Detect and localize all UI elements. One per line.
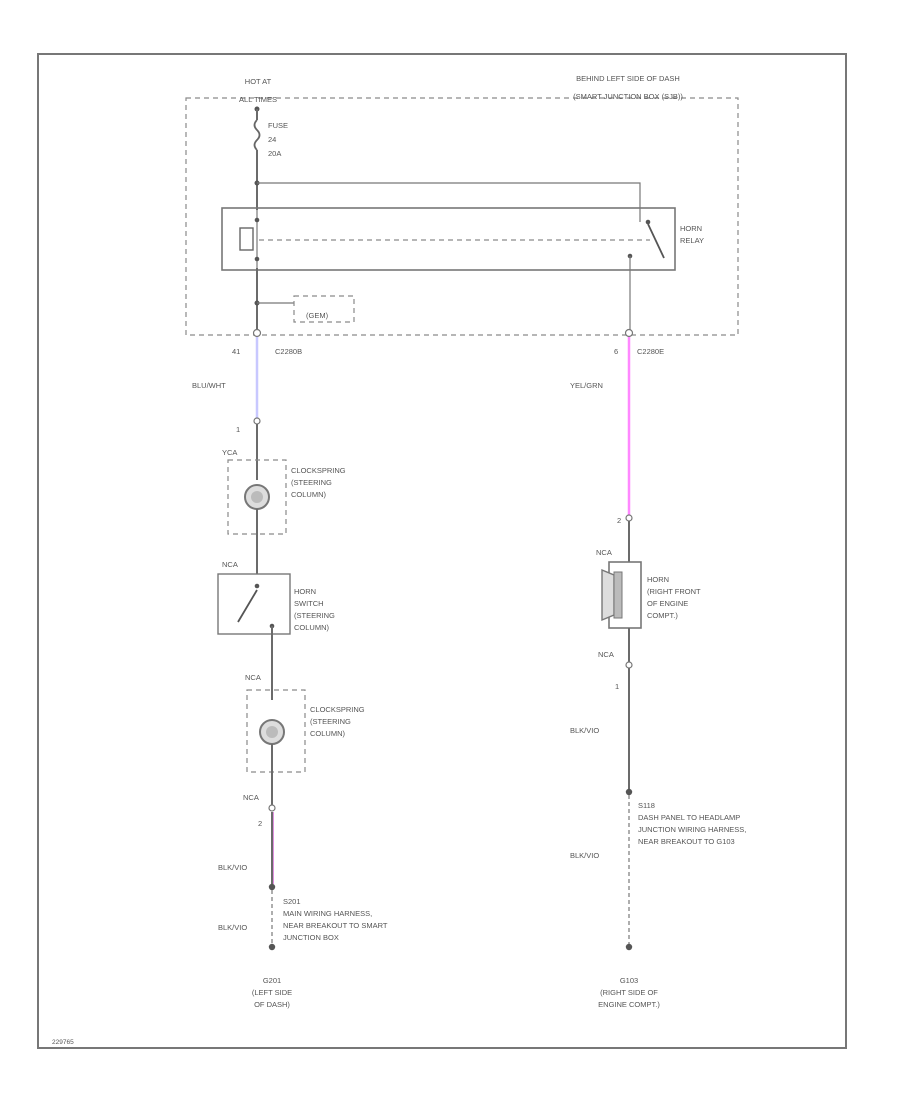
clockspring-connector-top	[253, 417, 261, 425]
connector-c2280e-pin	[624, 328, 634, 338]
horn-switch-label-1: HORN	[294, 587, 316, 596]
horn-connector-label: NCA	[596, 548, 612, 557]
sjb-location-label: BEHIND LEFT SIDE OF DASH	[576, 74, 680, 83]
ground-g201-symbol	[268, 943, 276, 951]
horn-switch-box	[217, 573, 291, 635]
clockspring-1-label-1: CLOCKSPRING	[291, 466, 346, 475]
fuse-label: FUSE	[268, 121, 288, 130]
relay-switch-blade	[647, 223, 665, 259]
relay-pin-2	[254, 256, 260, 262]
splice-s118-id: S118	[638, 801, 655, 810]
horn-relay-label-1: HORN	[680, 224, 702, 233]
ground-g201-desc-2: OF DASH)	[254, 1000, 290, 1009]
wire-blk-vio-right-label: BLK/VIO	[570, 726, 599, 735]
gem-module	[293, 295, 355, 323]
wire-blk-vio-gnd-label: BLK/VIO	[218, 923, 247, 932]
horn-switch-label-4: COLUMN)	[294, 623, 330, 632]
clockspring-1-label-3: COLUMN)	[291, 490, 327, 499]
clockspring-2-label-3: COLUMN)	[310, 729, 346, 738]
pin-41-label: 41	[232, 347, 240, 356]
clockspring-2-core	[266, 726, 278, 738]
splice-s201-desc-3: JUNCTION BOX	[283, 933, 339, 942]
splice-s201	[268, 883, 276, 891]
ground-g103-id: G103	[620, 976, 638, 985]
clockspring-2-label-1: CLOCKSPRING	[310, 705, 365, 714]
horn-switch-blade	[237, 589, 258, 623]
splice-s118-desc-1: DASH PANEL TO HEADLAMP	[638, 813, 740, 822]
horn-label-3: OF ENGINE	[647, 599, 688, 608]
horn-switch-label-2: SWITCH	[294, 599, 324, 608]
clockspring-1-box	[227, 459, 287, 535]
clockspring-1-connector: YCA	[222, 448, 237, 457]
hot-at-label: HOT AT	[245, 77, 272, 86]
connector-bottom-pin	[268, 804, 276, 812]
clockspring-2-box	[246, 689, 306, 773]
clockspring-1-label-2: (STEERING	[291, 478, 332, 487]
splice-s118-desc-3: NEAR BREAKOUT TO G103	[638, 837, 735, 846]
ground-g201-desc-1: (LEFT SIDE	[252, 988, 292, 997]
fuse-symbol	[253, 119, 261, 151]
ground-g103-symbol	[625, 943, 633, 951]
horn-bottom-pin	[625, 661, 633, 669]
relay-pin-1	[254, 217, 260, 223]
relay-contact-top	[645, 219, 651, 225]
horn-diaphragm	[613, 571, 623, 619]
horn-relay-box	[221, 207, 676, 271]
ground-g103-desc-2: ENGINE COMPT.)	[598, 1000, 660, 1009]
horn-label-2: (RIGHT FRONT	[647, 587, 701, 596]
pin-1-label: 1	[236, 425, 240, 434]
horn-switch-contact-top	[254, 583, 260, 589]
horn-icon	[601, 568, 615, 622]
horn-label-1: HORN	[647, 575, 669, 584]
pin-6-label: 6	[614, 347, 618, 356]
fuse-number: 24	[268, 135, 276, 144]
horn-switch-connector: NCA	[222, 560, 238, 569]
wire-blk-vio-right-low-label: BLK/VIO	[570, 851, 599, 860]
clockspring-2-connector: NCA	[245, 673, 261, 682]
splice-s118-desc-2: JUNCTION WIRING HARNESS,	[638, 825, 746, 834]
figure-id: 229765	[52, 1039, 74, 1046]
horn-relay-label-2: RELAY	[680, 236, 704, 245]
connector-c2280e-label: C2280E	[637, 347, 664, 356]
splice-s118	[625, 788, 633, 796]
horn-bottom-connector-label: NCA	[598, 650, 614, 659]
clockspring-2-bottom-connector: NCA	[243, 793, 259, 802]
sjb-enclosure	[185, 97, 739, 336]
sjb-name-label: (SMART JUNCTION BOX (SJB))	[573, 92, 683, 101]
wire-blk-vio-left-label: BLK/VIO	[218, 863, 247, 872]
splice-s201-desc-1: MAIN WIRING HARNESS,	[283, 909, 372, 918]
wire-to-relay-contact	[257, 182, 641, 222]
connector-c2280b-pin	[252, 328, 262, 338]
relay-coil	[239, 227, 254, 251]
horn-bottom-pin-label: 1	[615, 682, 619, 691]
pin-2-label: 2	[258, 819, 262, 828]
wire-blu-wht-label: BLU/WHT	[192, 381, 226, 390]
horn-connector-pin	[625, 514, 633, 522]
gem-label: (GEM)	[306, 311, 329, 320]
splice-s201-id: S201	[283, 897, 301, 906]
ground-g103-desc-1: (RIGHT SIDE OF	[600, 988, 658, 997]
wire-yel-grn-label: YEL/GRN	[570, 381, 603, 390]
connector-c2280b-label: C2280B	[275, 347, 302, 356]
horn-pin-label: 2	[617, 516, 621, 525]
fuse-rating: 20A	[268, 149, 281, 158]
clockspring-2-label-2: (STEERING	[310, 717, 351, 726]
horn-switch-label-3: (STEERING	[294, 611, 335, 620]
ground-g201-id: G201	[263, 976, 281, 985]
horn-label-4: COMPT.)	[647, 611, 678, 620]
all-times-label: ALL TIMES	[239, 95, 277, 104]
diagram-frame	[37, 53, 847, 1049]
splice-s201-desc-2: NEAR BREAKOUT TO SMART	[283, 921, 388, 930]
clockspring-1-core	[251, 491, 263, 503]
